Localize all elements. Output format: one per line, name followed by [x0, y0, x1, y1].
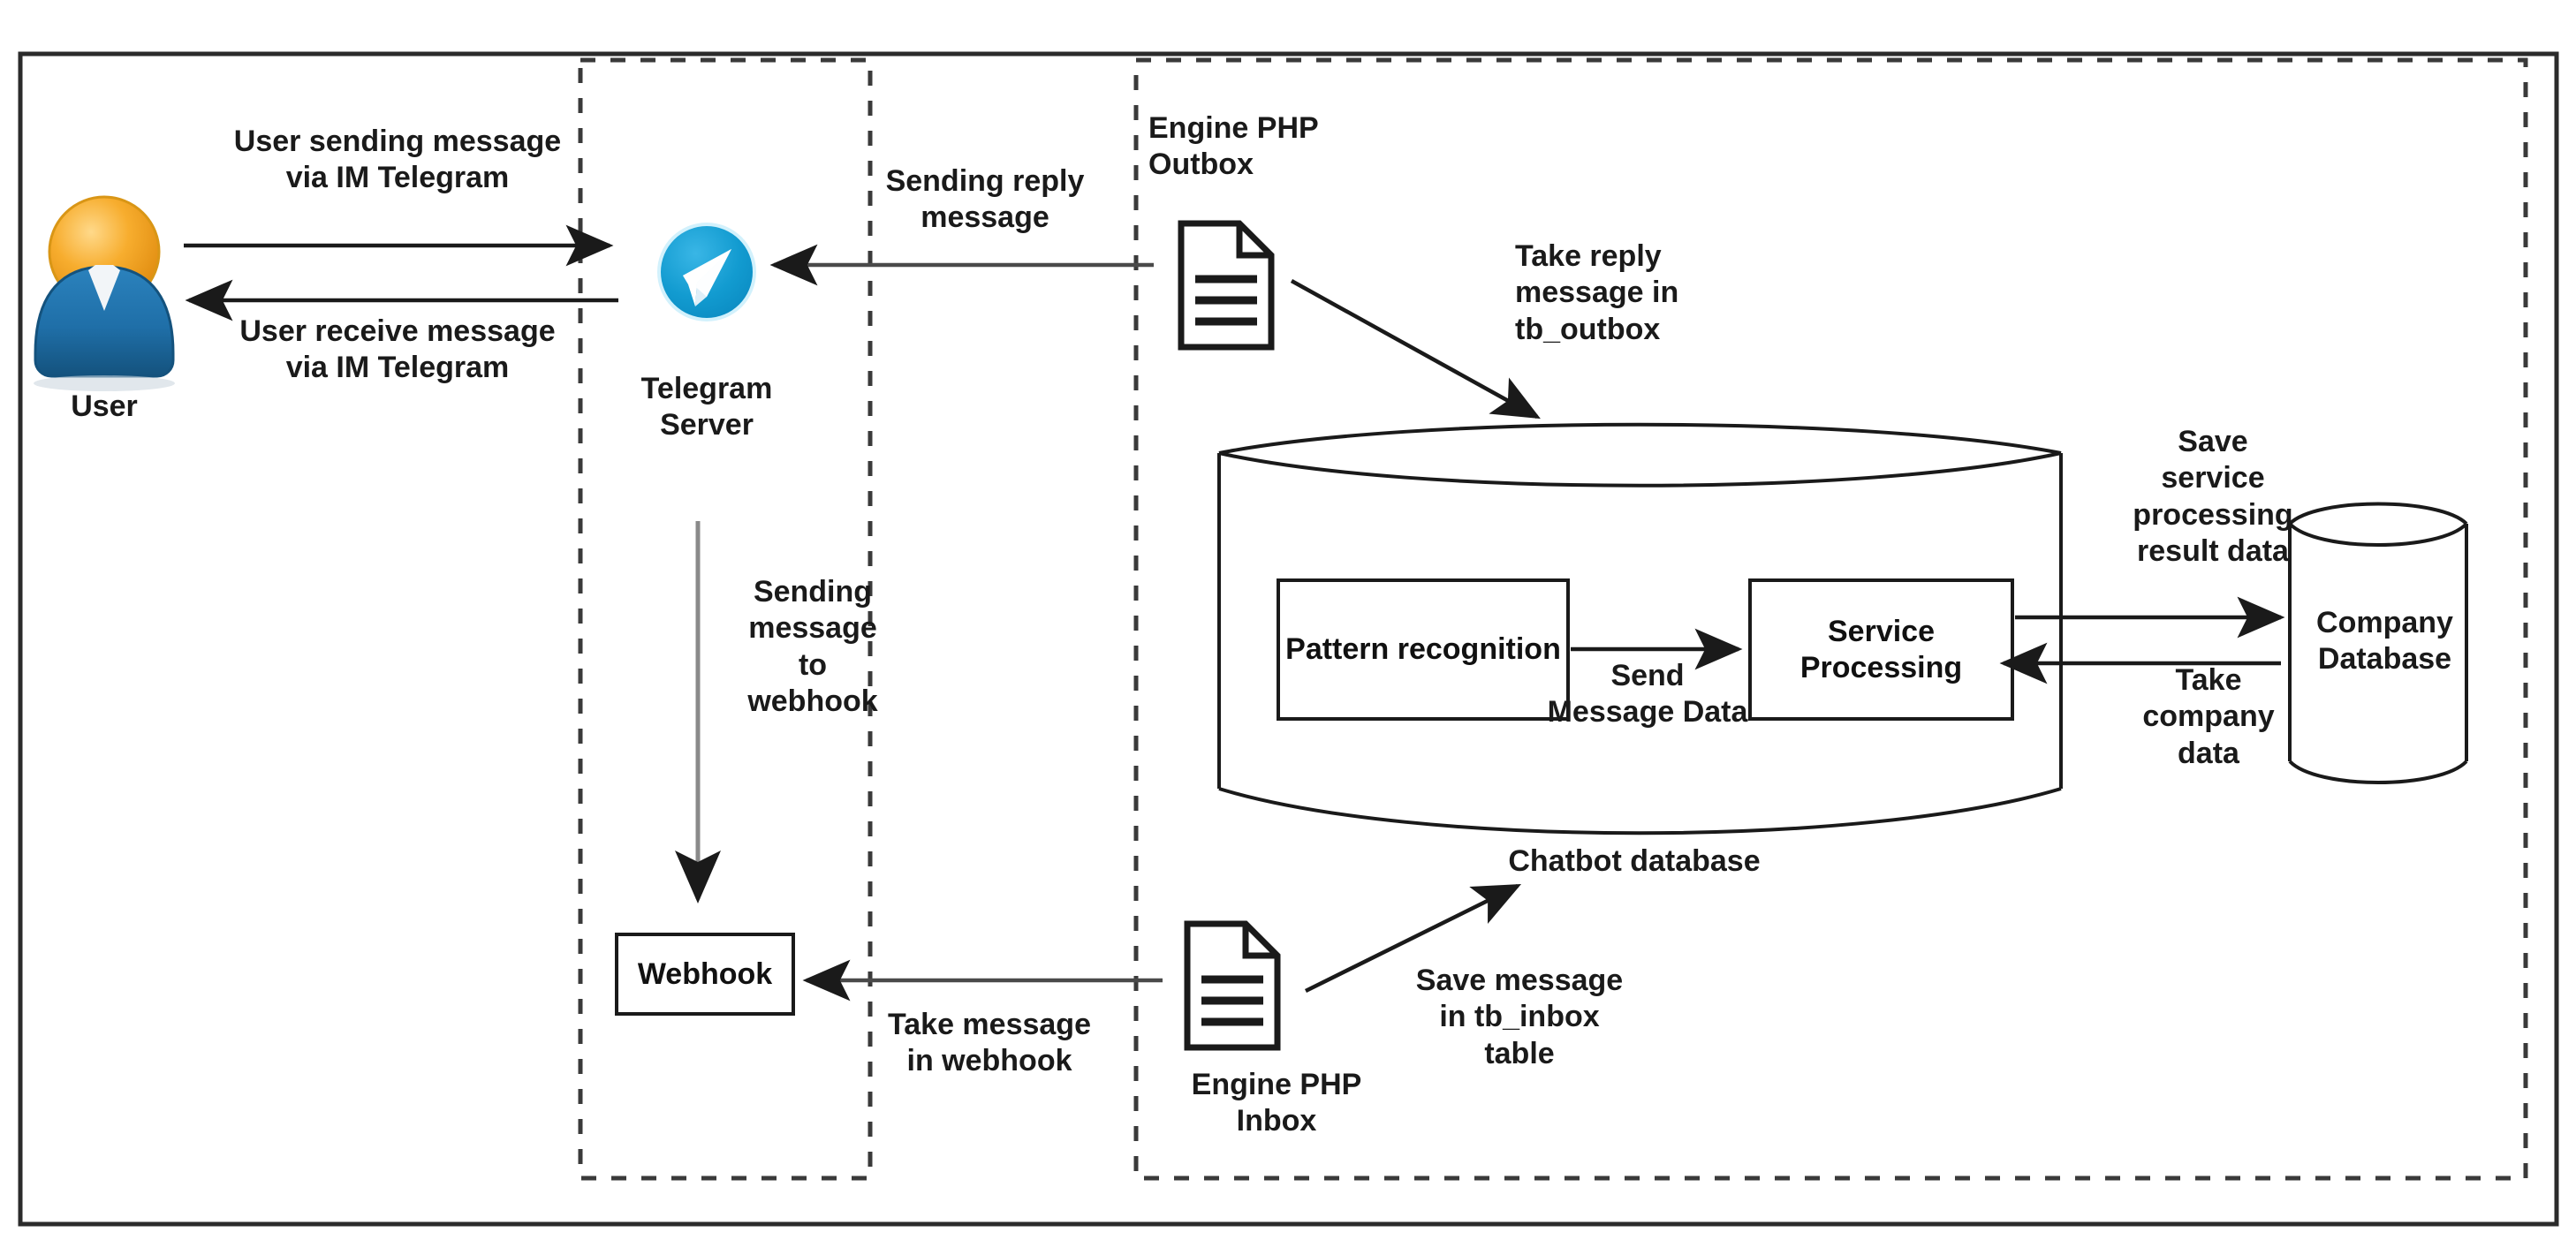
document-file-icon-outbox [1178, 220, 1275, 351]
webhook-box [615, 933, 795, 1016]
chatbot-database-label: Chatbot database [1508, 844, 1761, 878]
arrow-inbox-to-chatbotdb [1305, 883, 1522, 994]
flow-user-receive-label: User receive message via IM Telegram [239, 314, 556, 385]
flow-send-message-data-label: Send Message Data [1547, 659, 1748, 730]
company-database-cylinder [2288, 502, 2468, 784]
flow-sending-to-webhook-label: Sending message to webhook [747, 575, 878, 719]
outer-frame [18, 51, 2559, 1227]
flow-save-service-result-label: Save service processing result data [2133, 425, 2293, 569]
telegram-paper-plane-icon [657, 223, 756, 321]
document-file-icon-inbox [1184, 920, 1281, 1051]
pattern-recognition-box [1277, 578, 1570, 721]
company-database-label: Company Database [2316, 606, 2453, 677]
arrow-outbox-to-chatbotdb [1290, 279, 1541, 420]
chatbot-database-cylinder [1217, 422, 2063, 835]
flow-save-message-inbox-label: Save message in tb_inbox table [1415, 964, 1624, 1070]
service-processing-box [1748, 578, 2014, 721]
engine-php-inbox-label: Engine PHP Inbox [1191, 1068, 1362, 1138]
telegram-zone-boundary [578, 57, 873, 1181]
engine-zone-boundary [1133, 57, 2528, 1181]
engine-php-outbox-label: Engine PHP Outbox [1148, 111, 1319, 182]
telegram-server-label: Telegram Server [640, 372, 773, 442]
pattern-recognition-label: Pattern recognition [1285, 632, 1561, 667]
webhook-label: Webhook [637, 956, 773, 991]
user-label: User [71, 389, 138, 423]
flow-take-message-webhook-label: Take message in webhook [888, 1008, 1091, 1078]
service-processing-label: Service Processing [1799, 614, 1963, 684]
user-person-icon [34, 195, 175, 391]
flow-sending-reply-label: Sending reply message [885, 164, 1085, 235]
flow-take-reply-outbox-label: Take reply message in tb_outbox [1515, 239, 1679, 346]
flow-user-send-label: User sending message via IM Telegram [233, 125, 562, 195]
flow-take-company-data-label: Take company data [2142, 663, 2275, 770]
